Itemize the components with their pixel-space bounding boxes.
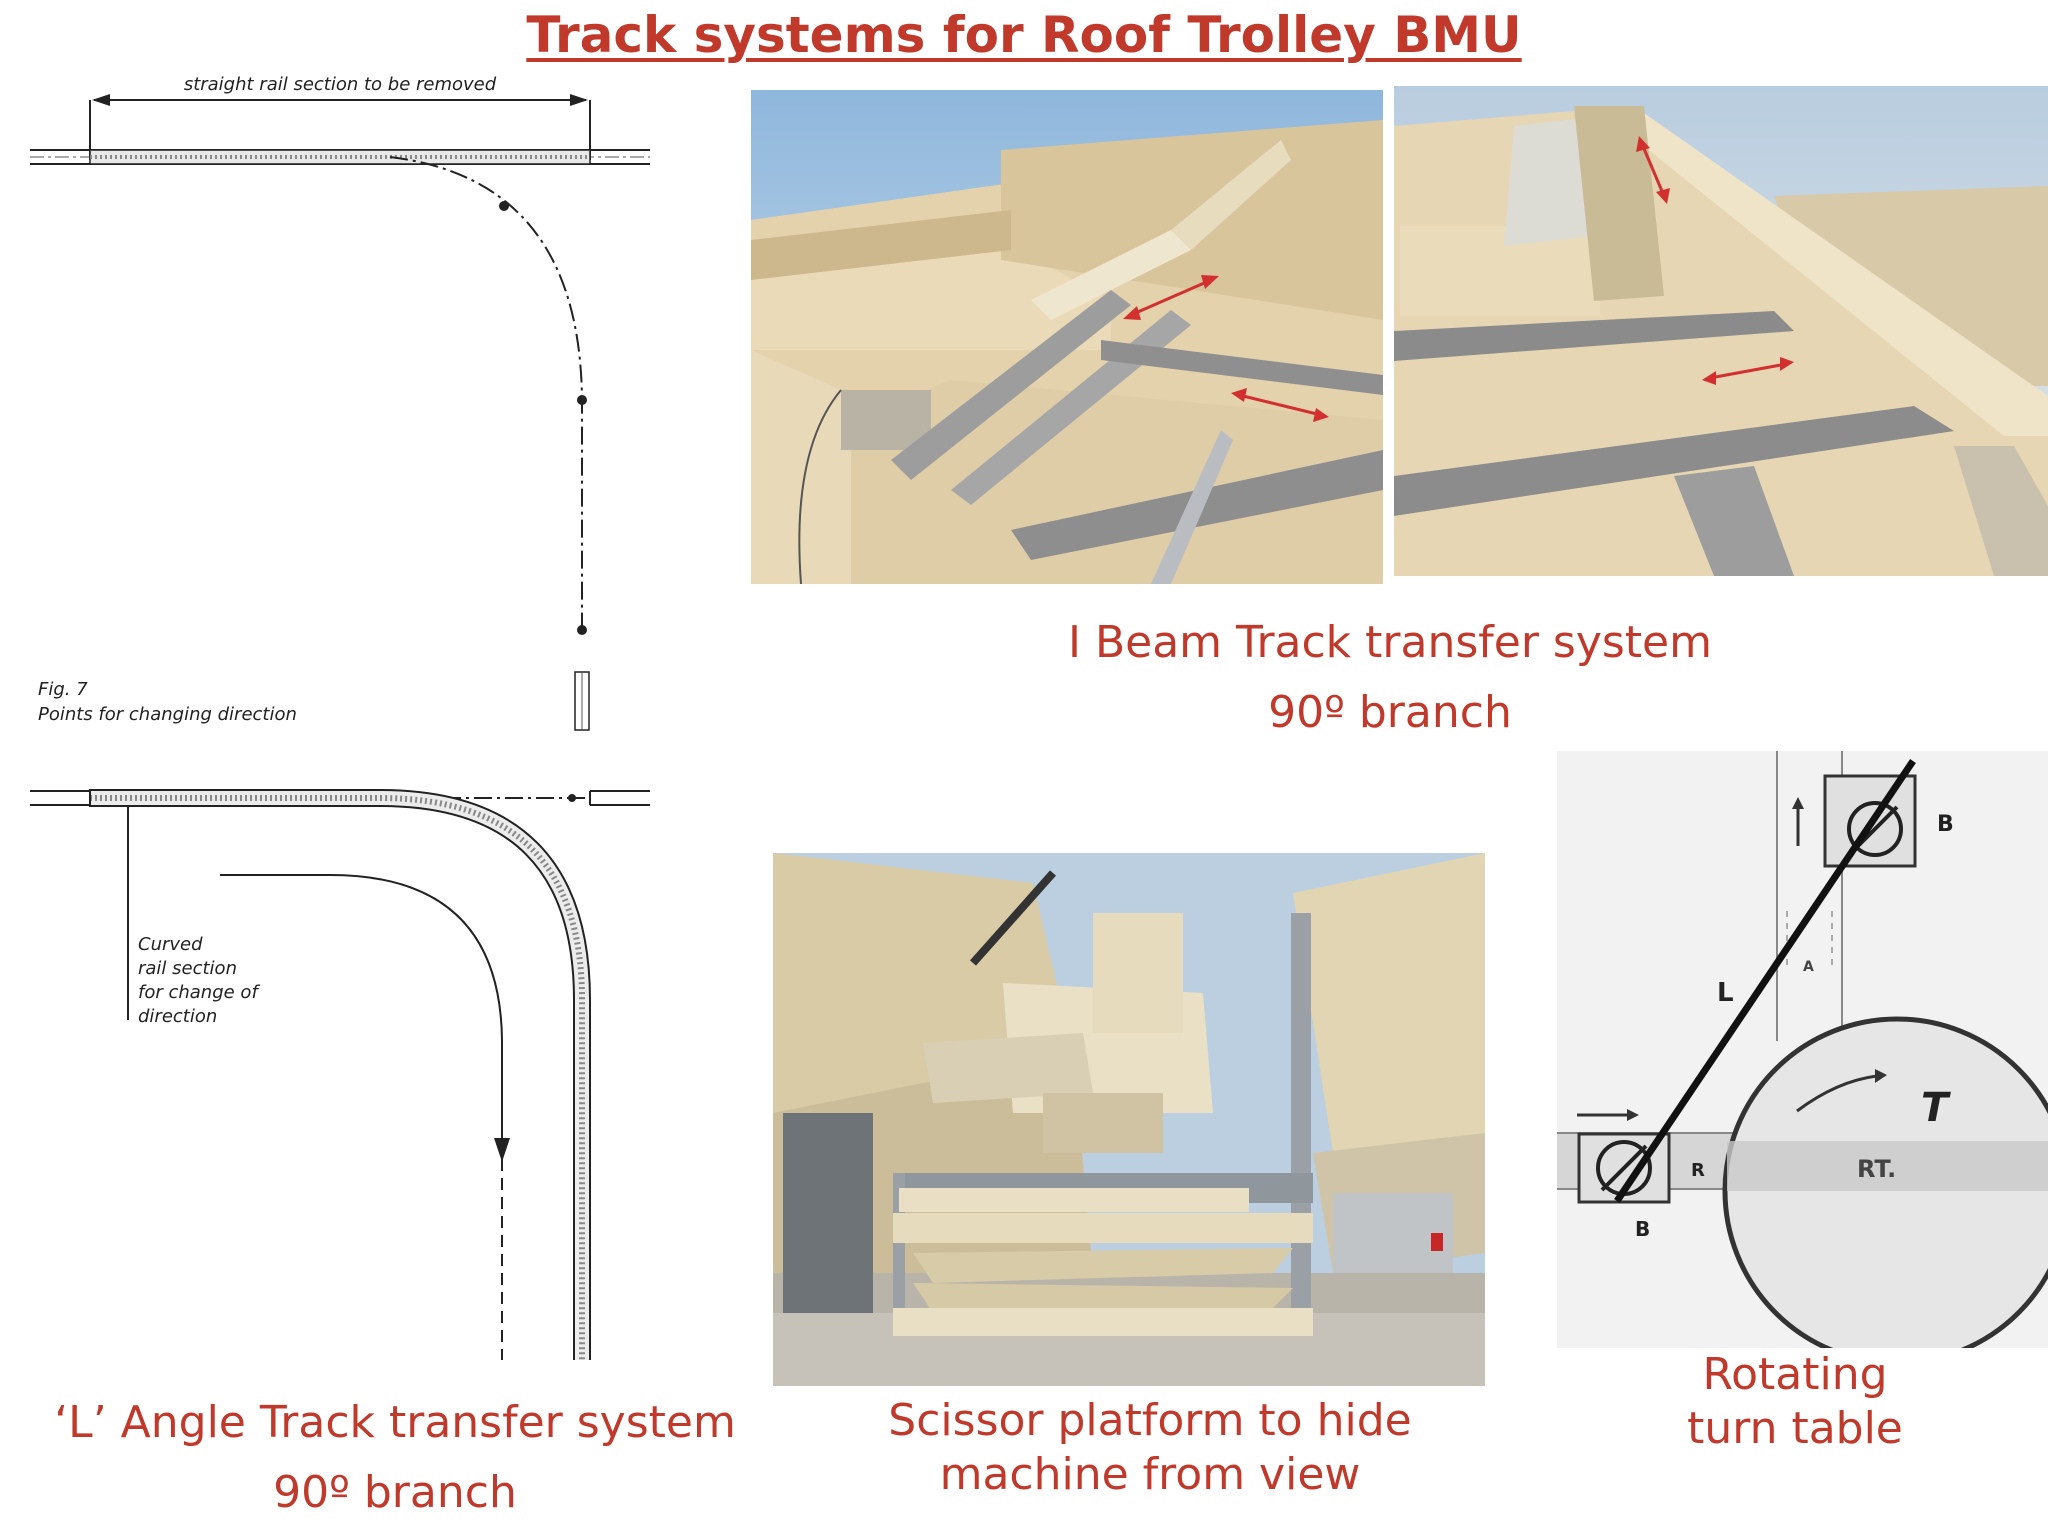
turntable-caption-line2: turn table [1687,1403,1903,1454]
curved-rail-label-line2: rail section [138,958,237,979]
l-angle-caption-line2: 90º branch [273,1467,517,1518]
ibeam-caption-line2: 90º branch [1268,687,1512,738]
label-b-bottom: B [1635,1217,1650,1241]
ibeam-caption: I Beam Track transfer system 90º branch [1000,608,1780,748]
fig7-points-drawing: straight rail section to be removed Fig.… [30,74,650,731]
dimension-label: straight rail section to be removed [184,74,497,95]
page-title: Track systems for Roof Trolley BMU [526,6,1522,64]
label-a: A [1803,959,1814,975]
label-l: L [1717,978,1734,1008]
curved-rail-label-line1: Curved [138,934,203,955]
scissor-platform-photo [773,853,1485,1386]
fig7-number: Fig. 7 [38,679,88,700]
label-r: R [1691,1160,1705,1181]
turn-table-diagram: B B L A R T RT. [1557,751,2048,1348]
scissor-caption-line1: Scissor platform to hide [888,1395,1412,1446]
scissor-caption-line2: machine from view [939,1449,1361,1500]
curved-rail-label-line3: for change of [138,982,260,1003]
label-b-top: B [1937,812,1954,837]
ibeam-track-photo-1 [751,90,1383,584]
turntable-caption-line1: Rotating [1702,1349,1888,1400]
l-angle-caption: ‘L’ Angle Track transfer system 90º bran… [20,1388,770,1528]
label-t: T [1921,1085,1951,1131]
l-angle-caption-line1: ‘L’ Angle Track transfer system [54,1397,736,1448]
scissor-caption: Scissor platform to hide machine from vi… [840,1394,1460,1502]
ibeam-caption-line1: I Beam Track transfer system [1068,617,1712,668]
l-angle-curved-rail-drawing: Curved rail section for change of direct… [30,789,650,1360]
fig7-caption: Points for changing direction [38,704,297,725]
curved-rail-label-line4: direction [138,1006,217,1027]
ibeam-track-photo-2 [1394,86,2048,576]
turntable-caption: Rotating turn table [1600,1348,1990,1456]
label-rt: RT. [1857,1155,1896,1183]
